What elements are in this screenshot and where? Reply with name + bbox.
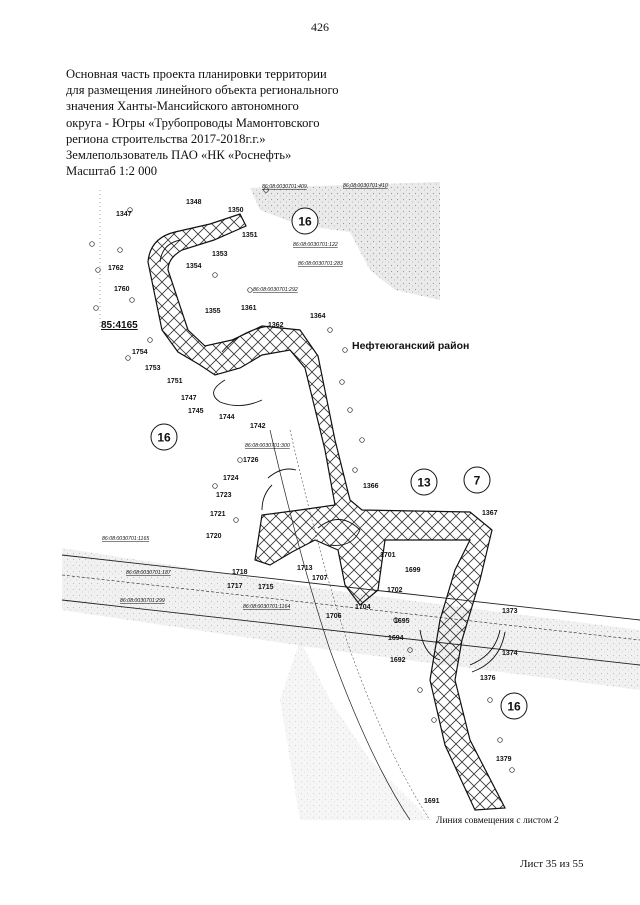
point-label: 1353 <box>212 251 228 258</box>
point-label: 1350 <box>228 207 244 214</box>
point-label: 1702 <box>387 587 403 594</box>
point-label: 1361 <box>241 305 257 312</box>
point-label: 1754 <box>132 349 148 356</box>
point-label: 1744 <box>219 414 235 421</box>
cadastral-number: 86:08:0030701:299 <box>120 598 165 604</box>
point-label: 1373 <box>502 608 518 615</box>
point-label: 1717 <box>227 583 243 590</box>
point-label: 1366 <box>363 483 379 490</box>
scale-line: Масштаб 1:2 000 <box>66 164 158 179</box>
point-label: 1760 <box>114 286 130 293</box>
circle-number: 13 <box>417 476 431 490</box>
header-line: Землепользователь ПАО «НК «Роснефть» <box>66 148 292 163</box>
header-line: для размещения линейного объекта региона… <box>66 83 339 98</box>
point-label: 1745 <box>188 408 204 415</box>
district-label: Нефтеюганский район <box>352 340 469 352</box>
cadastral-number: 86:08:0030701:410 <box>343 183 388 189</box>
sheet-number: Лист 35 из 55 <box>520 858 584 870</box>
point-label: 1355 <box>205 308 221 315</box>
point-label: 1354 <box>186 263 202 270</box>
point-label: 1695 <box>394 618 410 625</box>
cadastral-number: 86:08:0030701:409 <box>262 184 307 190</box>
point-label: 1694 <box>388 635 404 642</box>
point-label: 1713 <box>297 565 313 572</box>
point-label: 1379 <box>496 756 512 763</box>
circle-number: 16 <box>157 431 171 445</box>
point-label: 1362 <box>268 322 284 329</box>
pipeline-corridor <box>147 213 506 811</box>
point-label: 1751 <box>167 378 183 385</box>
point-label: 1704 <box>355 604 371 611</box>
point-labels: 1347 1348 1350 1351 1353 1354 1762 1760 … <box>108 199 518 805</box>
document-header: Основная часть проекта планировки террит… <box>66 66 386 179</box>
point-label: 1692 <box>390 657 406 664</box>
point-label: 1374 <box>502 650 518 657</box>
point-label: 1701 <box>380 552 396 559</box>
point-label: 1726 <box>243 457 259 464</box>
point-label: 1762 <box>108 265 124 272</box>
cadastral-number: 86:08:0030701:1165 <box>102 536 149 542</box>
point-label: 1715 <box>258 584 274 591</box>
point-label: 1348 <box>186 199 202 206</box>
point-markers <box>89 187 515 773</box>
point-label: 1691 <box>424 798 440 805</box>
point-label: 1724 <box>223 475 239 482</box>
cadastral-number: 86:08:0030701:292 <box>253 287 298 293</box>
point-label: 1723 <box>216 492 232 499</box>
feature-label: 85:4165 <box>101 320 138 331</box>
point-label: 1720 <box>206 533 222 540</box>
cadastral-number: 86:08:0030701:187 <box>126 570 172 576</box>
cadastral-labels: 86:08:0030701:409 86:08:0030701:410 86:0… <box>102 183 388 610</box>
point-label: 1376 <box>480 675 496 682</box>
header-line: значения Ханты-Мансийского автономного <box>66 99 299 114</box>
point-label: 1351 <box>242 232 258 239</box>
point-label: 1721 <box>210 511 226 518</box>
point-label: 1347 <box>116 211 132 218</box>
cadastral-number: 86:08:0030701:1164 <box>243 604 290 610</box>
page-number: 426 <box>311 20 329 34</box>
point-label: 1742 <box>250 423 266 430</box>
road-lines <box>61 190 640 821</box>
circle-number: 16 <box>298 215 312 229</box>
header-line: региона строительства 2017-2018г.г.» <box>66 131 266 146</box>
match-line-caption: Линия совмещения с листом 2 <box>436 816 559 826</box>
point-label: 1718 <box>232 569 248 576</box>
inner-lines <box>159 239 506 673</box>
circle-number: 16 <box>507 700 521 714</box>
point-label: 1707 <box>312 575 328 582</box>
header-line: округа - Югры «Трубопроводы Мамонтовског… <box>66 115 320 130</box>
point-label: 1364 <box>310 313 326 320</box>
cadastral-number: 86:08:0030701:300 <box>245 443 290 449</box>
cadastral-number: 86:08:0030701:122 <box>293 242 338 248</box>
point-label: 1367 <box>482 510 498 517</box>
circle-markers: 16 16 13 7 16 <box>150 207 528 720</box>
point-label: 1699 <box>405 567 421 574</box>
point-label: 1706 <box>326 613 342 620</box>
header-line: Основная часть проекта планировки террит… <box>66 67 327 81</box>
cadastral-number: 86:08:0030701:283 <box>298 261 343 267</box>
point-label: 1747 <box>181 395 197 402</box>
circle-number: 7 <box>474 474 481 488</box>
point-label: 1753 <box>145 365 161 372</box>
